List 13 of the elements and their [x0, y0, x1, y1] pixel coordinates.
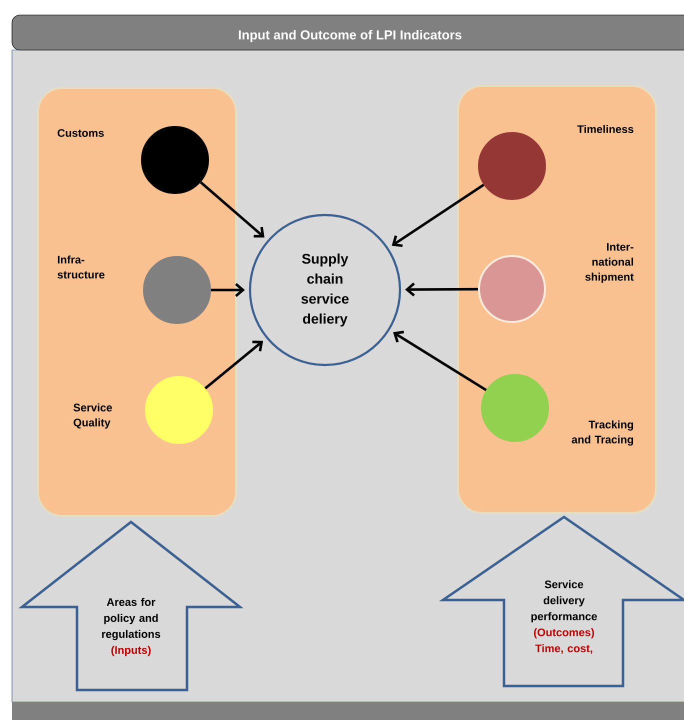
- arrow: [200, 181, 264, 238]
- indicator-label: Timeliness: [577, 124, 634, 134]
- arrow: [393, 330, 487, 392]
- indicator-label: Inter- national shipment: [585, 243, 634, 283]
- arrow: [204, 340, 264, 390]
- arrow: [405, 282, 478, 297]
- indicator-label: Customs: [58, 129, 104, 137]
- arrow: [392, 184, 484, 248]
- indicator-label: Infra- structure: [58, 255, 104, 279]
- indicator-label: Service Quality: [74, 403, 112, 429]
- indicator-label: Tracking and Tracing: [572, 420, 634, 446]
- header-bar: Input and Outcome of LPI Indicators: [12, 14, 684, 50]
- arrow: [211, 283, 245, 297]
